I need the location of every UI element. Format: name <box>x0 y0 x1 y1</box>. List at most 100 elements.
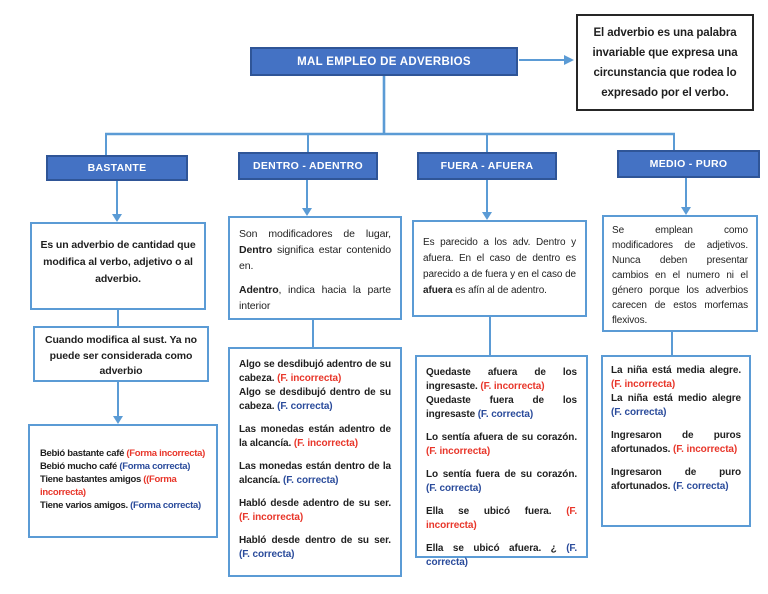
text-segment: Bebió mucho café <box>40 461 120 472</box>
text-segment: Ella se ubicó fuera. <box>426 506 567 517</box>
paragraph: Ingresaron de puros afortunados. (F. inc… <box>611 429 741 457</box>
paragraph: La niña está media alegre. (F. incorrect… <box>611 364 741 392</box>
text-segment: Quedaste fuera de los ingresaste <box>426 395 577 420</box>
header-label: BASTANTE <box>87 162 147 174</box>
text-segment: (F. incorrecta) <box>611 379 676 390</box>
text-segment: ((Forma incorrecta) <box>40 474 177 498</box>
header-label: FUERA - AFUERA <box>440 160 534 172</box>
text-segment: Ingresaron de puro afortunados. <box>611 467 741 492</box>
definition-note-box: El adverbio es una palabra invariable qu… <box>576 14 754 111</box>
column-header-bastante: BASTANTE <box>46 155 188 181</box>
column-header-fuera-afuera: FUERA - AFUERA <box>417 152 557 180</box>
text-segment: Habló desde dentro de su ser. <box>239 535 391 546</box>
text-segment: , indica hacia la parte interior <box>239 284 391 312</box>
text-segment: (Forma correcta) <box>119 461 191 472</box>
paragraph: Quedaste fuera de los ingresaste (F. cor… <box>426 394 577 422</box>
text-segment: (F. correcta) <box>239 549 295 560</box>
fuera-examples-box: Quedaste afuera de los ingresaste. (F. i… <box>415 355 588 568</box>
text-segment: es afín al de adentro. <box>452 285 547 296</box>
text-segment: (F. incorrecta) <box>239 512 304 523</box>
paragraph: Es un adverbio de cantidad que modifica … <box>40 237 196 288</box>
text-segment: Las monedas están adentro de la alcancía… <box>239 424 391 449</box>
text-segment: Adentro <box>239 284 279 296</box>
text-segment: (F. incorrecta) <box>277 373 342 384</box>
paragraph: Lo sentía afuera de su corazón. (F. inco… <box>426 431 577 459</box>
arrow-head-icon <box>681 207 691 215</box>
text-segment: Bebió bastante café <box>40 448 127 459</box>
paragraph: Bebió bastante café (Forma incorrecta) <box>40 447 210 460</box>
diagram-title: MAL EMPLEO DE ADVERBIOS <box>297 55 471 68</box>
text-segment: Dentro <box>239 244 273 256</box>
header-label: MEDIO - PURO <box>649 158 728 170</box>
title-box: MAL EMPLEO DE ADVERBIOS <box>250 47 518 76</box>
paragraph: Son modificadores de lugar, Dentro signi… <box>239 226 391 274</box>
text-segment: Algo se desdibujó adentro de su cabeza. <box>239 359 391 384</box>
text-segment: Lo sentía fuera de su corazón. <box>426 469 577 480</box>
medio-definition-box: Se emplean como modificadores de adjetiv… <box>602 215 758 332</box>
text-segment: (F. correcta) <box>611 407 667 418</box>
bastante-note-box: Cuando modifica al sust. Ya no puede ser… <box>33 326 209 382</box>
paragraph: Se emplean como modificadores de adjetiv… <box>612 223 748 328</box>
text-segment: La niña está media alegre. <box>611 365 741 376</box>
text-segment: Quedaste afuera de los ingresaste. <box>426 367 577 392</box>
text-segment: (F. incorrecta) <box>426 506 577 531</box>
arrow-head-icon <box>482 212 492 220</box>
text-segment: Son modificadores de lugar, <box>239 228 391 240</box>
text-segment: (F. incorrecta) <box>480 381 545 392</box>
arrow-head-icon <box>113 416 123 424</box>
paragraph: Adentro, indica hacia la parte interior <box>239 282 391 314</box>
paragraph: Tiene varios amigos. (Forma correcta) <box>40 499 210 512</box>
paragraph: Las monedas están dentro de la alcancía.… <box>239 460 391 488</box>
text-segment: Las monedas están dentro de la alcancía. <box>239 461 391 486</box>
paragraph: Tiene bastantes amigos ((Forma incorrect… <box>40 473 210 499</box>
dentro-examples-box: Algo se desdibujó adentro de su cabeza. … <box>228 347 402 577</box>
text-segment: La niña está medio alegre <box>611 393 741 404</box>
paragraph: Bebió mucho café (Forma correcta) <box>40 460 210 473</box>
paragraph: Habló desde adentro de su ser. (F. incor… <box>239 497 391 525</box>
text-segment: Se emplean como modificadores de adjetiv… <box>612 225 748 326</box>
text-segment: Cuando modifica al sust. Ya no puede ser… <box>44 334 197 377</box>
text-segment: (F. correcta) <box>673 481 729 492</box>
paragraph: Ella se ubicó afuera. ¿ (F. correcta) <box>426 542 577 570</box>
paragraph: Algo se desdibujó adentro de su cabeza. … <box>239 358 391 386</box>
text-segment: Habló desde adentro de su ser. <box>239 498 391 509</box>
text-segment: Algo se desdibujó dentro de su cabeza. <box>239 387 391 412</box>
text-segment: (F. incorrecta) <box>426 446 491 457</box>
text-segment: (Forma correcta) <box>130 500 201 511</box>
bastante-definition-box: Es un adverbio de cantidad que modifica … <box>30 222 206 310</box>
paragraph: Habló desde dentro de su ser. (F. correc… <box>239 534 391 562</box>
text-segment: (F. correcta) <box>283 475 339 486</box>
text-segment: (F. correcta) <box>426 543 577 568</box>
text-segment: Es parecido a los adv. Dentro y afuera. … <box>423 237 576 280</box>
text-segment: Tiene varios amigos. <box>40 500 131 511</box>
paragraph: Las monedas están adentro de la alcancía… <box>239 423 391 451</box>
text-segment: Es un adverbio de cantidad que modifica … <box>40 239 196 285</box>
fuera-definition-box: Es parecido a los adv. Dentro y afuera. … <box>412 220 587 317</box>
paragraph: La niña está medio alegre (F. correcta) <box>611 392 741 420</box>
medio-examples-box: La niña está media alegre. (F. incorrect… <box>601 355 751 527</box>
bastante-examples-box: Bebió bastante café (Forma incorrecta)Be… <box>28 424 218 538</box>
text-segment: Tiene bastantes amigos <box>40 474 144 485</box>
arrow-head-icon <box>112 214 122 222</box>
paragraph: Algo se desdibujó dentro de su cabeza. (… <box>239 386 391 414</box>
text-segment: (Forma incorrecta) <box>126 448 205 459</box>
paragraph: Lo sentía fuera de su corazón. (F. corre… <box>426 468 577 496</box>
column-header-medio-puro: MEDIO - PURO <box>617 150 760 178</box>
text-segment: (F. incorrecta) <box>673 444 738 455</box>
paragraph: Es parecido a los adv. Dentro y afuera. … <box>423 235 576 299</box>
paragraph: Ella se ubicó fuera. (F. incorrecta) <box>426 505 577 533</box>
header-label: DENTRO - ADENTRO <box>253 160 363 172</box>
arrow-head-icon <box>564 55 574 65</box>
dentro-definition-box: Son modificadores de lugar, Dentro signi… <box>228 216 402 320</box>
text-segment: (F. correcta) <box>426 483 482 494</box>
definition-note-text: El adverbio es una palabra invariable qu… <box>592 27 738 99</box>
text-segment: Ella se ubicó afuera. ¿ <box>426 543 567 554</box>
text-segment: Lo sentía afuera de su corazón. <box>426 432 577 443</box>
arrow-head-icon <box>302 208 312 216</box>
paragraph: Ingresaron de puro afortunados. (F. corr… <box>611 466 741 494</box>
text-segment: (F. correcta) <box>477 409 534 420</box>
text-segment: (F. correcta) <box>277 401 333 412</box>
text-segment: Ingresaron de puros afortunados. <box>611 430 741 455</box>
text-segment: (F. incorrecta) <box>293 438 358 449</box>
